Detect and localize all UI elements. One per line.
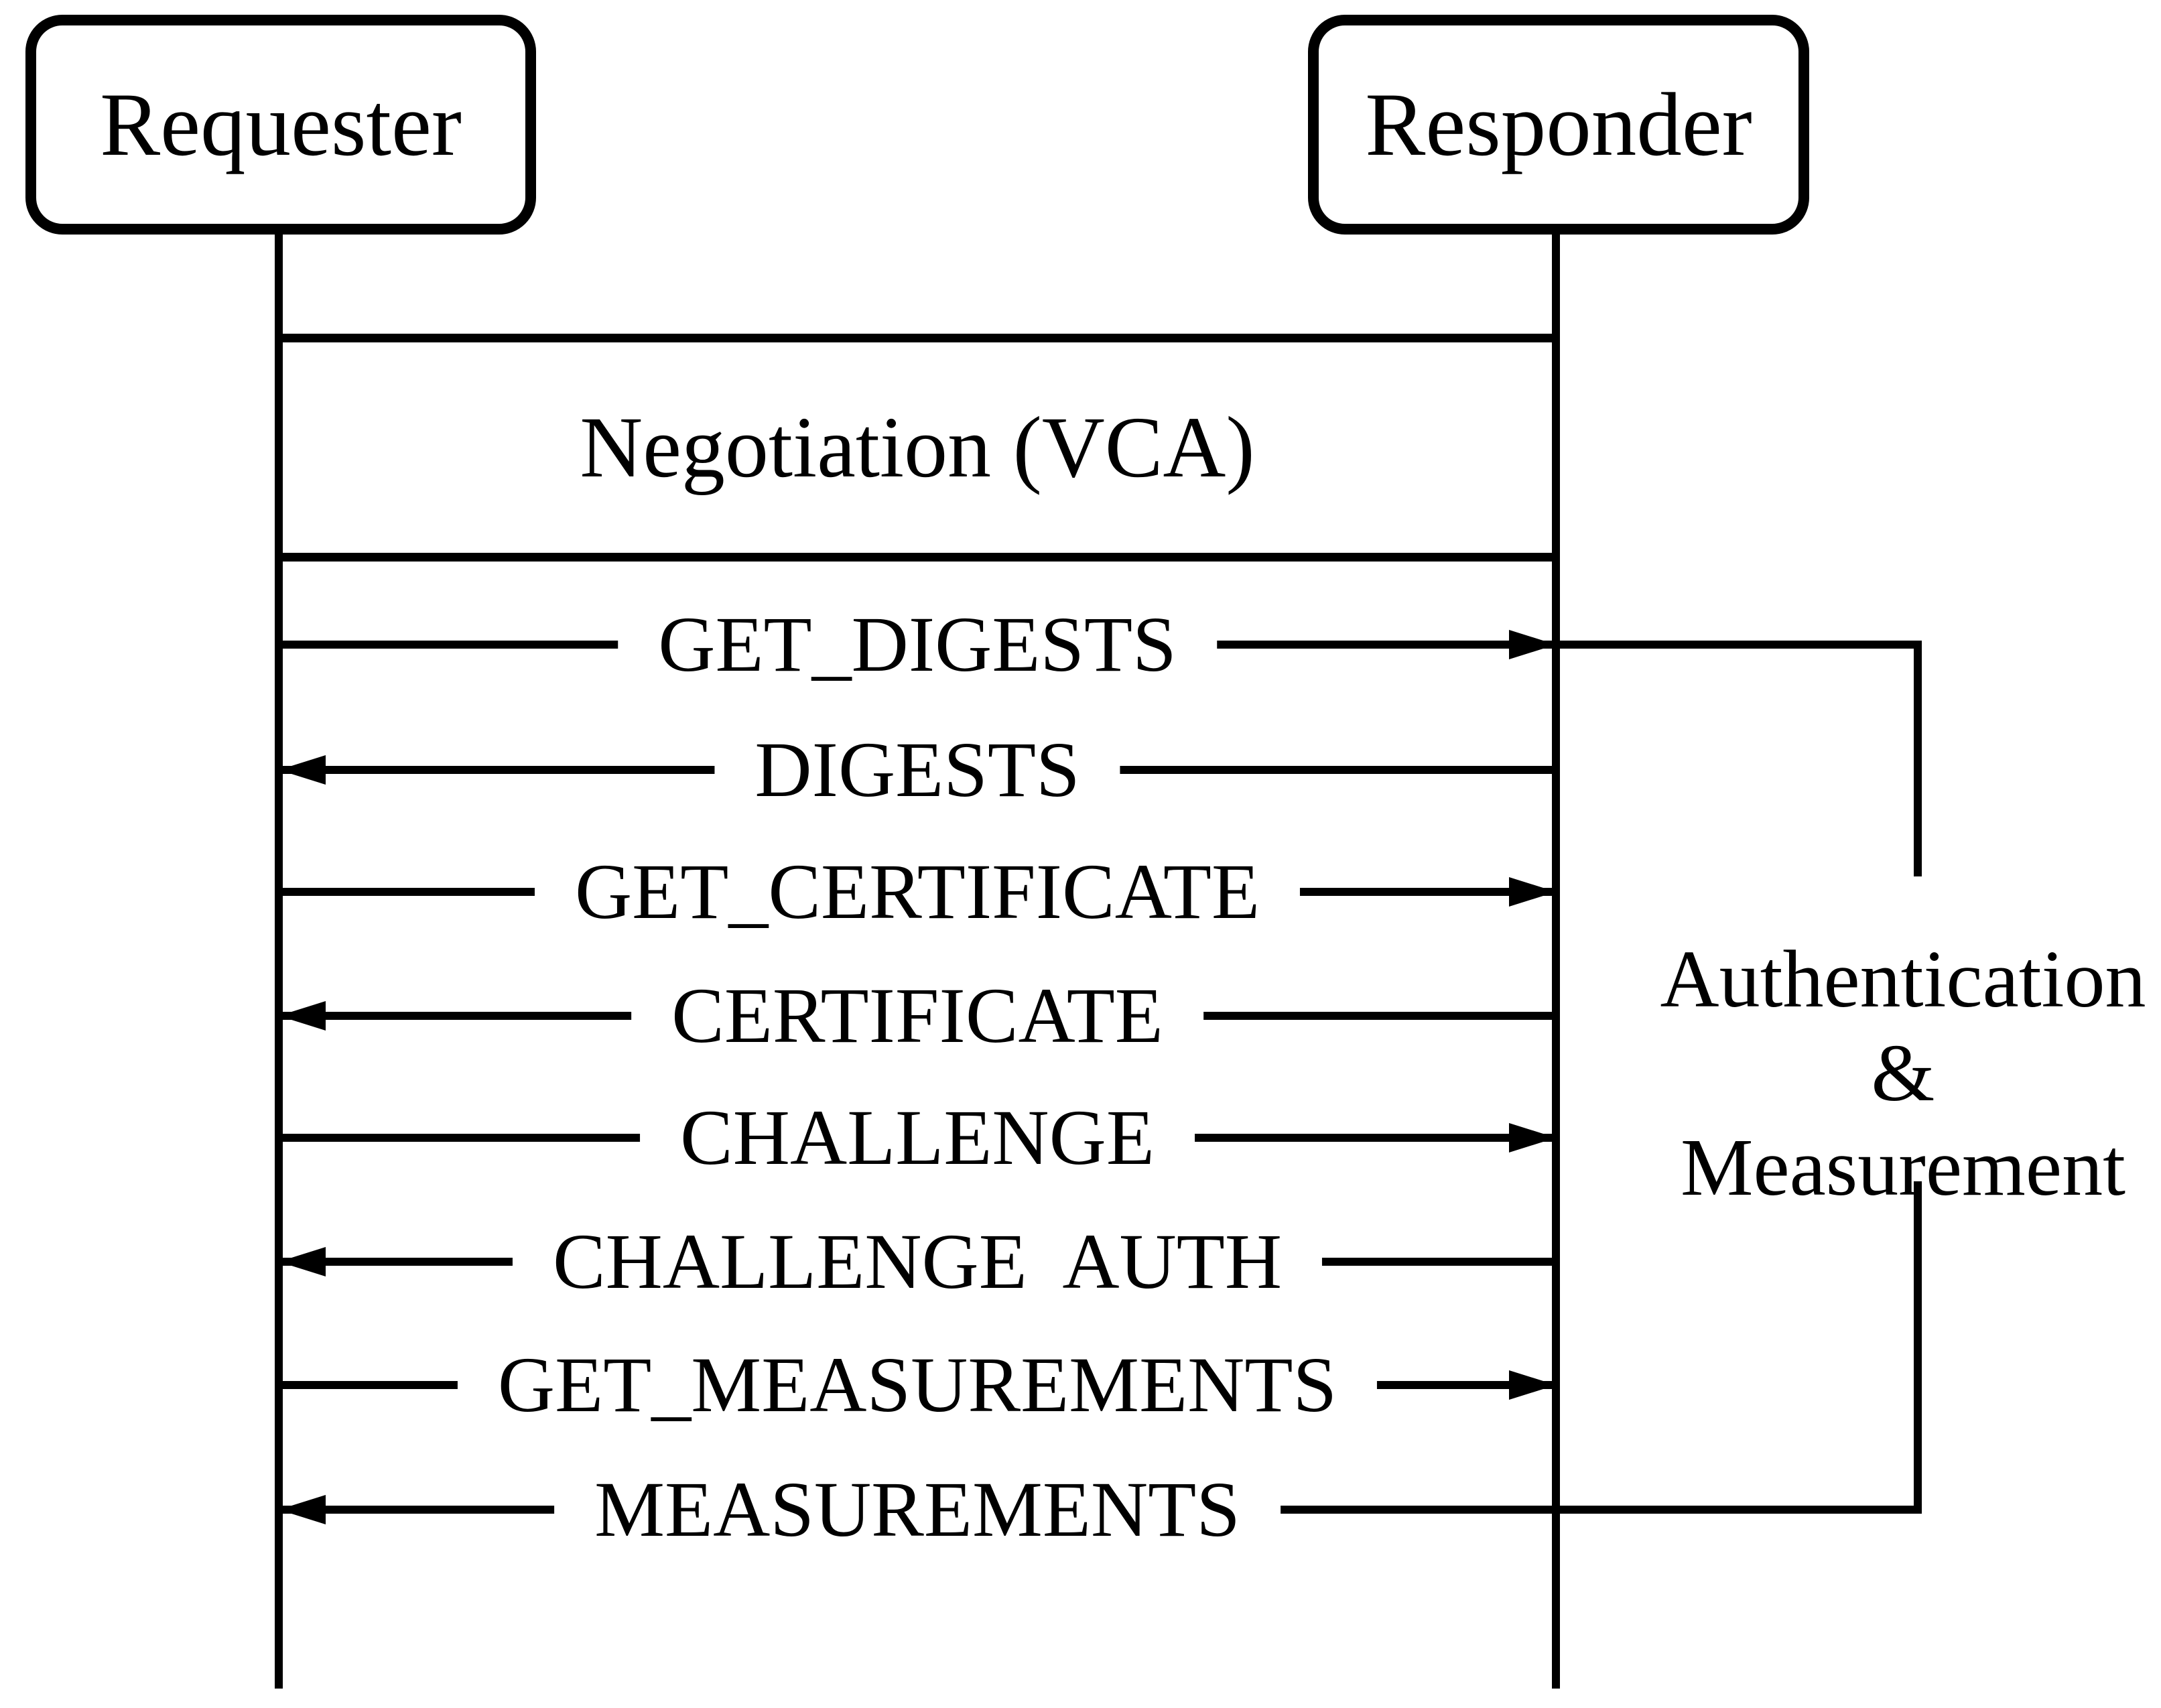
- message-get-certificate: GET_CERTIFICATE: [279, 846, 1556, 938]
- negotiation-label: Negotiation (VCA): [580, 399, 1255, 496]
- message-label: MEASUREMENTS: [554, 1463, 1281, 1556]
- requester-lifeline: [275, 235, 283, 1689]
- bracket-vertical-lower-segment: [1914, 1181, 1922, 1510]
- bracket-top-segment: [1556, 641, 1922, 649]
- message-certificate: CERTIFICATE: [279, 970, 1556, 1062]
- bracket-bottom-segment: [1556, 1506, 1922, 1514]
- message-get-measurements: GET_MEASUREMENTS: [279, 1339, 1556, 1431]
- bracket-label-line1: Authentication: [1660, 934, 2146, 1025]
- message-label: CERTIFICATE: [631, 970, 1203, 1062]
- arrowhead-right-icon: [1509, 1370, 1556, 1400]
- bracket-vertical-upper-segment: [1914, 641, 1922, 876]
- message-challenge-auth: CHALLENGE AUTH: [279, 1216, 1556, 1308]
- bracket-label-line2: & Measurement: [1681, 1028, 2125, 1213]
- arrowhead-left-icon: [279, 1495, 326, 1524]
- message-label: CHALLENGE AUTH: [512, 1216, 1323, 1308]
- arrowhead-left-icon: [279, 1001, 326, 1031]
- message-measurements: MEASUREMENTS: [279, 1463, 1556, 1556]
- negotiation-phase-box: Negotiation (VCA): [275, 334, 1560, 562]
- message-label: GET_DIGESTS: [618, 598, 1217, 691]
- responder-lifeline: [1552, 235, 1560, 1689]
- message-label: CHALLENGE: [640, 1092, 1195, 1184]
- message-challenge: CHALLENGE: [279, 1092, 1556, 1184]
- arrowhead-left-icon: [279, 755, 326, 785]
- arrowhead-right-icon: [1509, 1123, 1556, 1153]
- responder-box: Responder: [1308, 15, 1809, 235]
- arrowhead-right-icon: [1509, 630, 1556, 659]
- arrowhead-left-icon: [279, 1247, 326, 1276]
- message-label: GET_MEASUREMENTS: [457, 1339, 1378, 1431]
- responder-label: Responder: [1365, 74, 1752, 175]
- requester-box: Requester: [25, 15, 536, 235]
- message-digests: DIGESTS: [279, 724, 1556, 816]
- message-label: DIGESTS: [714, 724, 1120, 816]
- message-get-digests: GET_DIGESTS: [279, 598, 1556, 691]
- arrowhead-right-icon: [1509, 877, 1556, 907]
- message-label: GET_CERTIFICATE: [534, 846, 1301, 938]
- requester-label: Requester: [100, 74, 462, 175]
- bracket-label: Authentication & Measurement: [1647, 933, 2159, 1215]
